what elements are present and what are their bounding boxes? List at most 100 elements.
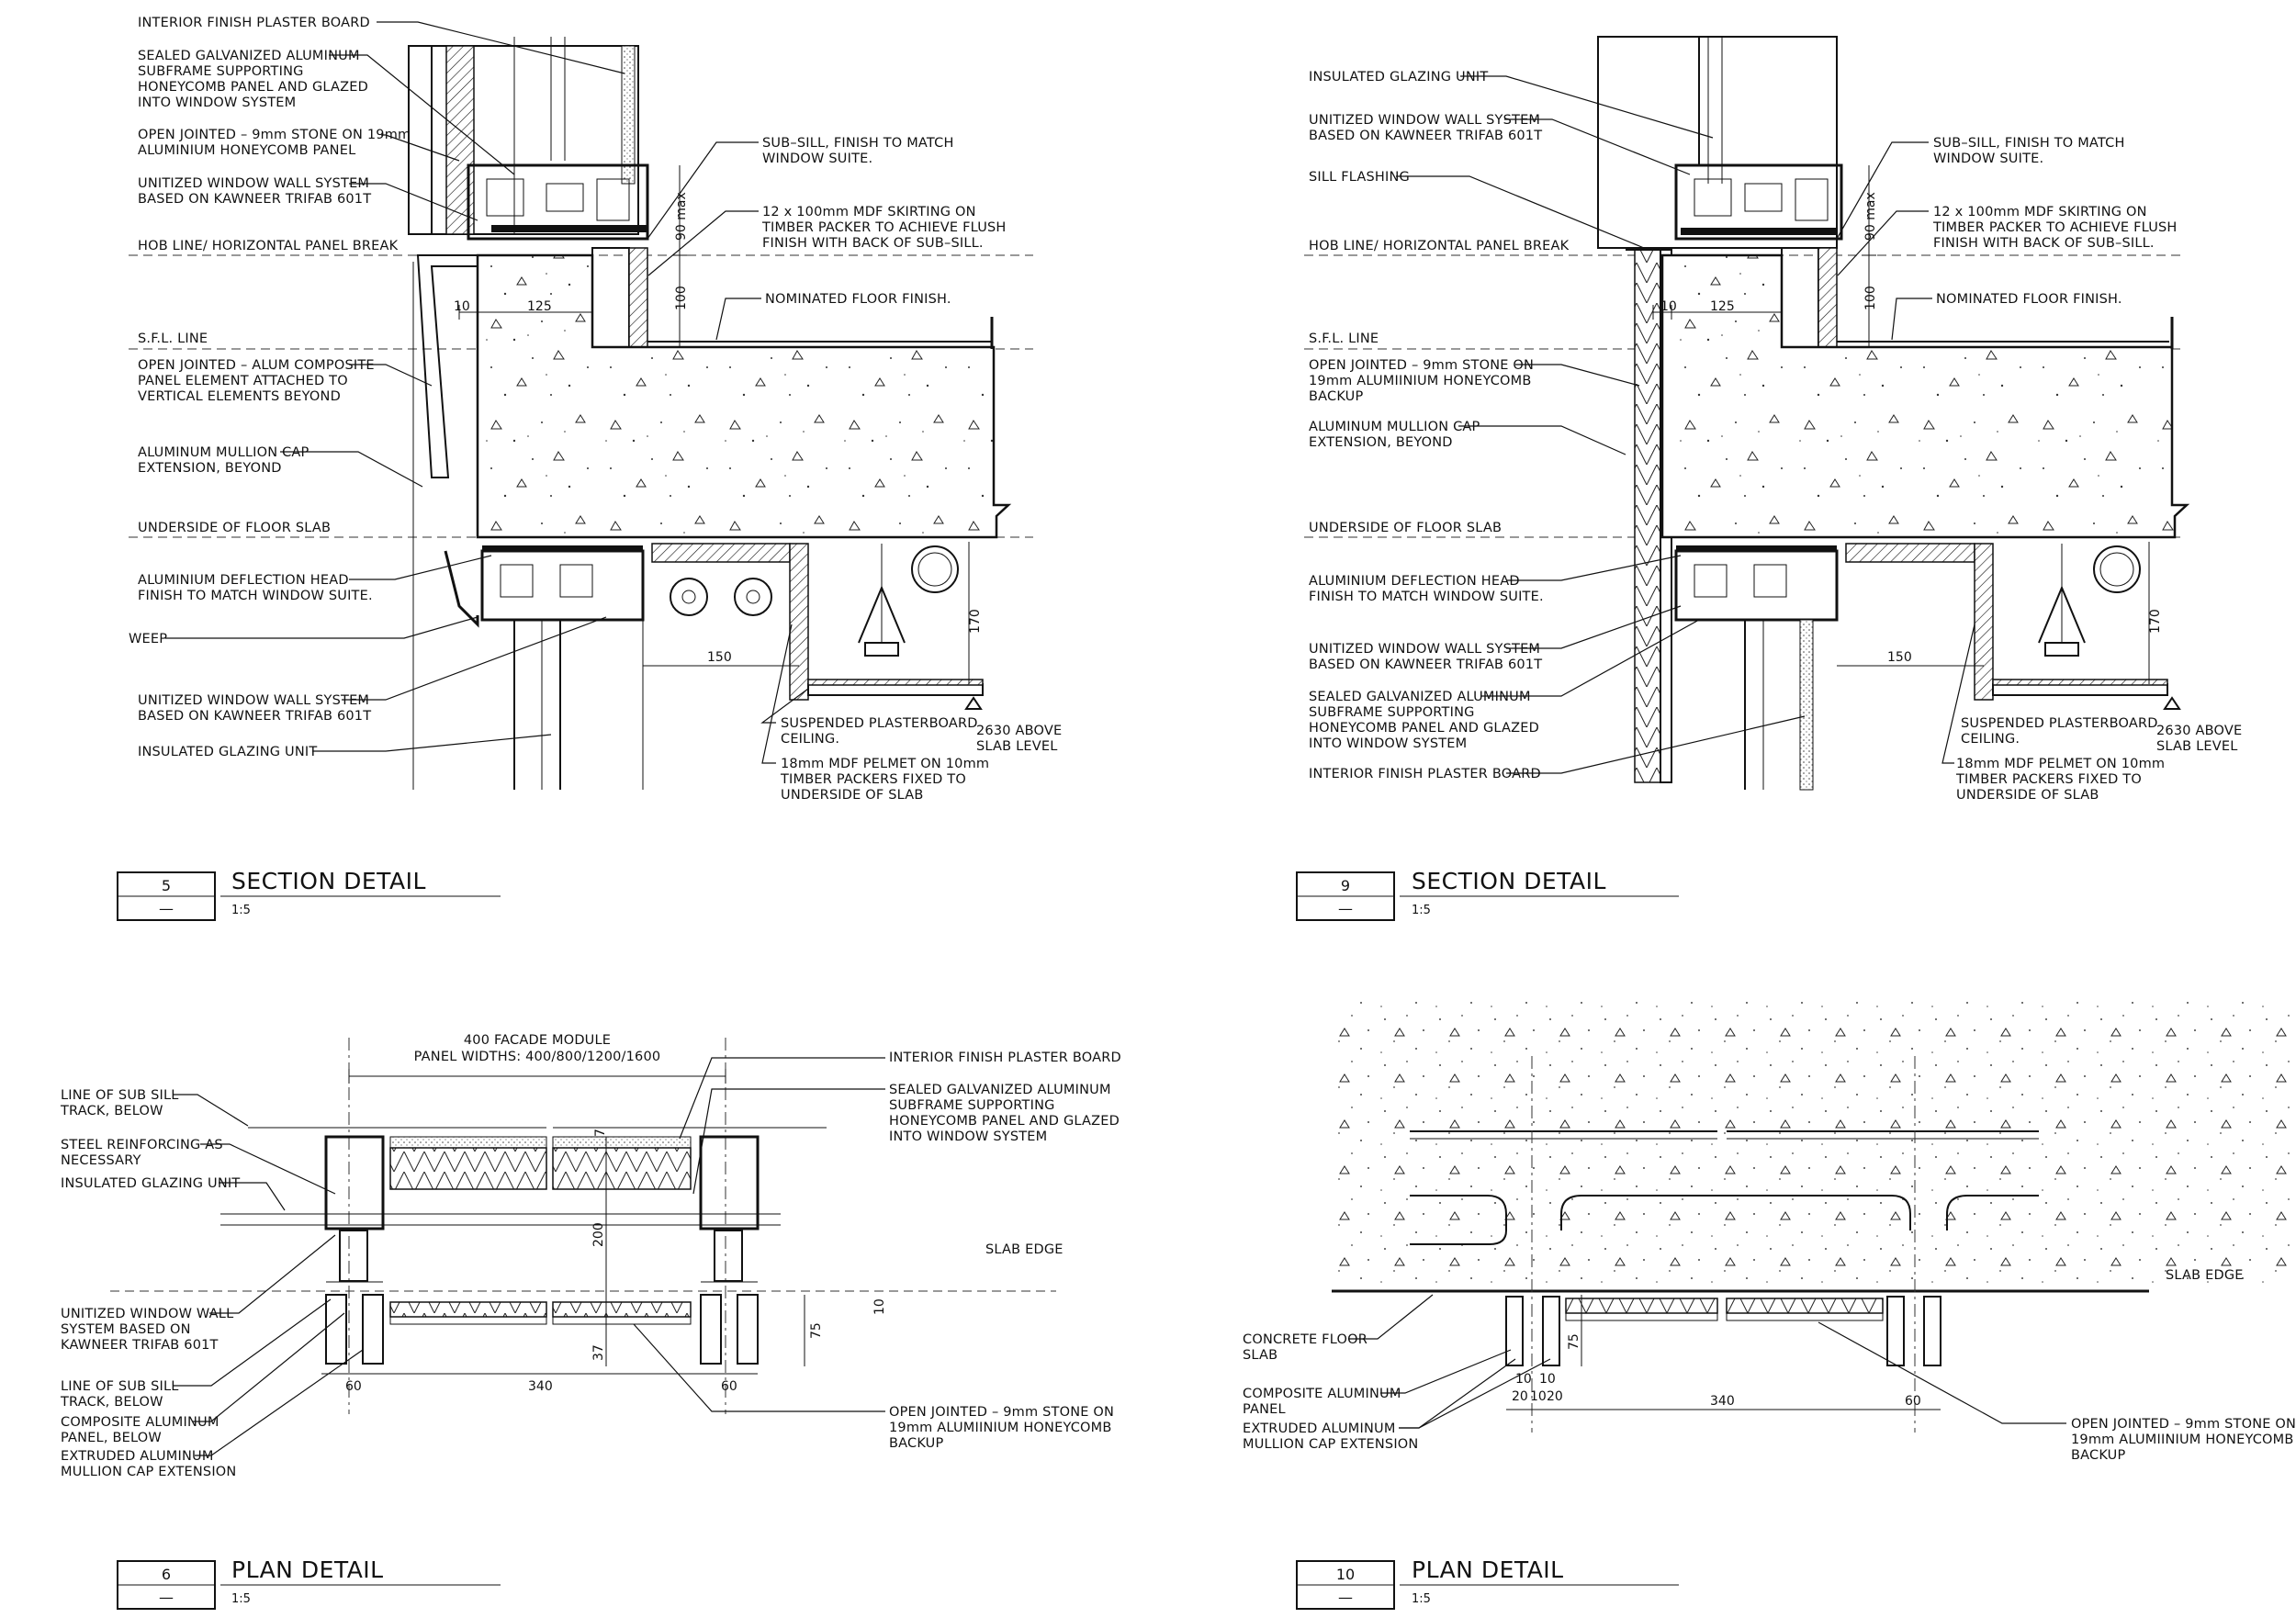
d9-title-text: SECTION DETAIL (1412, 868, 1606, 894)
d9-label-4: HOB LINE/ HORIZONTAL PANEL BREAK (1309, 239, 1570, 253)
d9-label-16: SEALED GALVANIZED ALUMINUM (1309, 690, 1531, 704)
d9-label-1: UNITIZED WINDOW WALL SYSTEM (1309, 113, 1540, 128)
d5-label-22: INSULATED GLAZING UNIT (138, 745, 317, 759)
d6-label-18: SUBFRAME SUPPORTING (889, 1098, 1055, 1113)
d9-label-21: SUB–SILL, FINISH TO MATCH (1933, 136, 2125, 151)
section-detail-9-drawing (1304, 36, 2190, 791)
d10-label-6: MULLION CAP EXTENSION (1243, 1437, 1418, 1452)
d6-label-24: BACKUP (889, 1436, 943, 1451)
d5-label-1: SEALED GALVANIZED ALUMINUM (138, 49, 360, 63)
d5-label-32: TIMBER PACKERS FIXED TO (780, 772, 966, 787)
d5-label-19: WEEP (129, 632, 167, 646)
d9-label-32: 2630 ABOVE (2156, 724, 2242, 738)
d9-label-3: SILL FLASHING (1309, 170, 1410, 185)
d10-sub: — (1338, 1589, 1353, 1606)
d10-label-5: EXTRUDED ALUMINUM (1243, 1421, 1396, 1436)
d5-label-10: S.F.L. LINE (138, 331, 208, 346)
section-detail-9-leaders (1396, 75, 1975, 774)
d5-label-21: BASED ON KAWNEER TRIFAB 601T (138, 709, 371, 724)
d6-label-2: STEEL REINFORCING AS (61, 1138, 223, 1152)
d9-label-14: UNITIZED WINDOW WALL SYSTEM (1309, 642, 1540, 657)
d10-dim-7: 60 (1905, 1394, 1921, 1409)
d6-label-13: MULLION CAP EXTENSION (61, 1465, 236, 1479)
plan-detail-6-annotations: LINE OF SUB SILL TRACK, BELOW STEEL REIN… (60, 1033, 1121, 1479)
d10-label-7: OPEN JOINTED – 9mm STONE ON (2071, 1417, 2296, 1432)
d10-dim-0: 75 (1567, 1333, 1581, 1350)
d10-scale: 1:5 (1412, 1592, 1431, 1606)
d6-dim-0: 7 (593, 1129, 608, 1137)
d5-label-17: ALUMINIUM DEFLECTION HEAD (138, 573, 349, 588)
d9-label-10: EXTENSION, BEYOND (1309, 435, 1453, 450)
plan-detail-10-annotations: SLAB EDGE CONCRETE FLOOR SLAB COMPOSITE … (1243, 1268, 2296, 1463)
d6-number: 6 (162, 1566, 171, 1583)
d6-dim-5: 60 (345, 1379, 362, 1394)
d9-label-23: 12 x 100mm MDF SKIRTING ON (1933, 205, 2147, 219)
d5-label-23: SUB–SILL, FINISH TO MATCH (762, 136, 954, 151)
d5-label-35: SLAB LEVEL (976, 739, 1058, 754)
plan-detail-6-title: 6 — PLAN DETAIL 1:5 (117, 1556, 501, 1610)
d5-label-31: 18mm MDF PELMET ON 10mm (781, 757, 989, 771)
d10-label-3: COMPOSITE ALUMINUM (1243, 1387, 1401, 1401)
d6-label-17: SEALED GALVANIZED ALUMINUM (889, 1083, 1111, 1097)
d10-label-8: 19mm ALUMIINIUM HONEYCOMB (2071, 1433, 2294, 1447)
d6-label-7: KAWNEER TRIFAB 601T (61, 1338, 219, 1353)
d6-dim-3: 75 (809, 1322, 824, 1339)
d9-dim-1: 125 (1710, 299, 1735, 314)
d5-label-18: FINISH TO MATCH WINDOW SUITE. (138, 589, 373, 603)
d10-dim-3: 20 (1512, 1389, 1528, 1404)
d5-label-13: VERTICAL ELEMENTS BEYOND (138, 389, 341, 404)
d9-dim-5: 170 (2148, 609, 2163, 634)
d10-label-1: CONCRETE FLOOR (1243, 1332, 1367, 1347)
d9-dim-0: 10 (1660, 299, 1677, 314)
d5-sub: — (159, 900, 174, 917)
d5-dim-4: 150 (707, 650, 732, 665)
d5-label-2: SUBFRAME SUPPORTING (138, 64, 304, 79)
d6-label-23: 19mm ALUMIINIUM HONEYCOMB (889, 1421, 1112, 1435)
section-detail-9-annotations: INSULATED GLAZING UNIT UNITIZED WINDOW W… (1309, 70, 2242, 803)
d9-label-8: BACKUP (1309, 389, 1363, 404)
d9-dim-2: 90 max (1863, 192, 1878, 241)
d9-sub: — (1338, 900, 1353, 917)
d6-label-3: NECESSARY (61, 1153, 141, 1168)
d6-label-8: LINE OF SUB SILL (61, 1379, 179, 1394)
d9-label-11: UNDERSIDE OF FLOOR SLAB (1309, 521, 1502, 535)
d5-scale: 1:5 (231, 904, 251, 917)
d9-label-9: ALUMINUM MULLION CAP (1309, 420, 1480, 434)
d6-label-10: COMPOSITE ALUMINUM (61, 1415, 219, 1430)
d9-label-30: TIMBER PACKERS FIXED TO (1955, 772, 2142, 787)
section-detail-5-annotations: INTERIOR FINISH PLASTER BOARD SEALED GAL… (129, 16, 1062, 803)
d9-label-0: INSULATED GLAZING UNIT (1309, 70, 1488, 84)
d5-dim-5: 170 (968, 609, 983, 634)
d5-label-4: INTO WINDOW SYSTEM (138, 96, 296, 110)
d9-label-2: BASED ON KAWNEER TRIFAB 601T (1309, 129, 1542, 143)
d10-label-2: SLAB (1243, 1348, 1277, 1363)
d9-number: 9 (1341, 877, 1350, 894)
d10-label-0: SLAB EDGE (2166, 1268, 2244, 1283)
d5-label-16: UNDERSIDE OF FLOOR SLAB (138, 521, 331, 535)
plan-detail-6-leaders (173, 1057, 885, 1456)
d5-dim-3: 100 (674, 286, 689, 310)
section-detail-5-title: 5 — SECTION DETAIL 1:5 (117, 868, 501, 921)
plan-detail-10-leaders (1348, 1294, 2066, 1429)
d9-label-19: INTO WINDOW SYSTEM (1309, 736, 1467, 751)
d5-label-29: SUSPENDED PLASTERBOARD (781, 716, 978, 731)
d9-label-33: SLAB LEVEL (2156, 739, 2238, 754)
d10-dim-4: 20 (1547, 1389, 1563, 1404)
d6-label-4: INSULATED GLAZING UNIT (61, 1176, 240, 1191)
d6-dim-1: 200 (591, 1222, 606, 1247)
d6-label-6: SYSTEM BASED ON (61, 1322, 191, 1337)
d5-label-3: HONEYCOMB PANEL AND GLAZED (138, 80, 368, 95)
section-detail-5-drawing (129, 37, 1033, 790)
d5-dim-2: 90 max (674, 192, 689, 241)
d9-label-26: NOMINATED FLOOR FINISH. (1936, 292, 2122, 307)
d5-label-34: 2630 ABOVE (976, 724, 1062, 738)
d5-label-30: CEILING. (781, 732, 839, 747)
d6-dim-4: 10 (872, 1298, 887, 1315)
d6-label-11: PANEL, BELOW (61, 1431, 162, 1445)
d6-label-9: TRACK, BELOW (60, 1395, 163, 1410)
d5-dim-1: 125 (527, 299, 552, 314)
d5-dim-0: 10 (454, 299, 470, 314)
d5-label-14: ALUMINUM MULLION CAP (138, 445, 310, 460)
d6-title-text: PLAN DETAIL (231, 1556, 384, 1583)
